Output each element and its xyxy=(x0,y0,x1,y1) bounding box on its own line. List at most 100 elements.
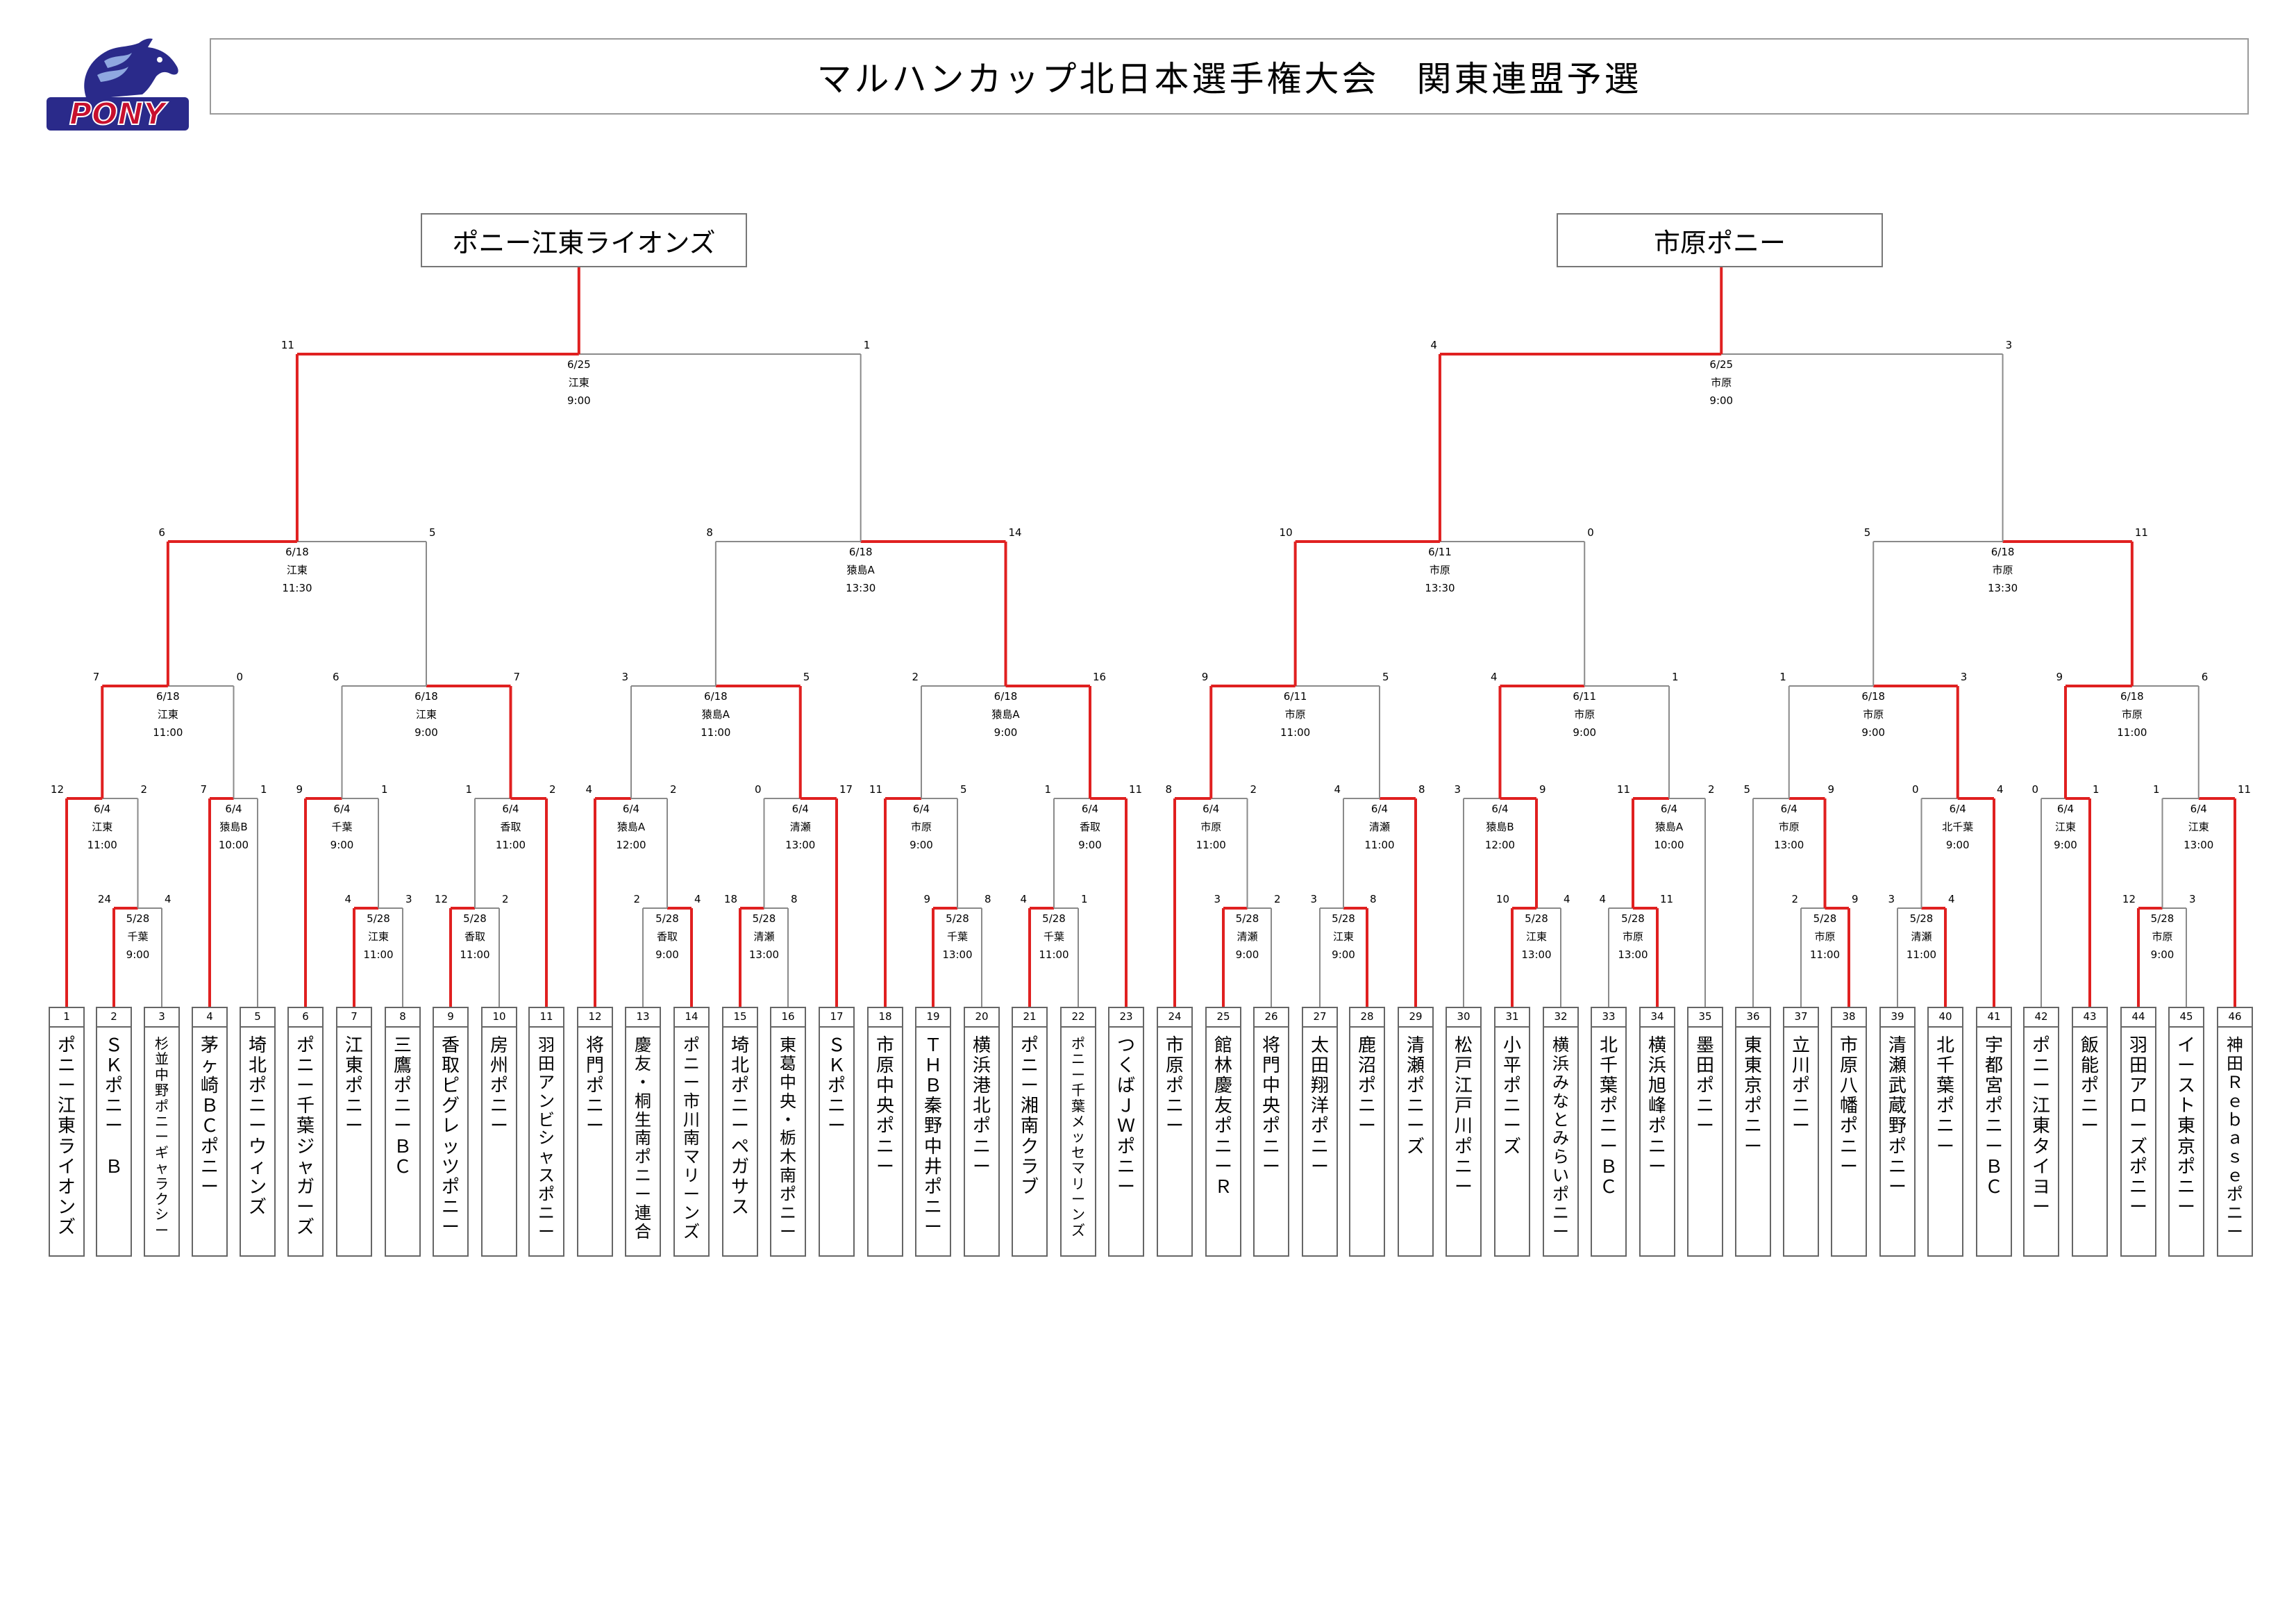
team-name: ポニー湘南クラブ xyxy=(1020,1035,1039,1198)
team-number: 13 xyxy=(626,1008,660,1028)
score-left: 6 xyxy=(158,526,165,539)
team-name: 羽田アンビシャスポニー xyxy=(538,1035,555,1241)
match-venue: 猿島A xyxy=(702,708,730,721)
team-name: 香取ピグレッツポニー xyxy=(441,1035,460,1238)
team-name: 横浜旭峰ポニー xyxy=(1648,1035,1666,1178)
team-name: 市原八幡ポニー xyxy=(1839,1035,1858,1178)
score-right: 2 xyxy=(1274,893,1281,905)
team-box: 45 イースト東京ポニー xyxy=(2168,1007,2204,1257)
score-left: 11 xyxy=(281,339,294,351)
score-left: 5 xyxy=(1864,526,1871,539)
score-right: 16 xyxy=(1093,671,1106,683)
match-time: 11:00 xyxy=(460,948,489,961)
match-time: 9:00 xyxy=(567,394,591,407)
score-right: 2 xyxy=(1708,783,1715,796)
match-time: 13:00 xyxy=(1521,948,1551,961)
match-date: 6/18 xyxy=(2120,690,2144,703)
match-date: 6/18 xyxy=(1991,546,2015,558)
score-right: 4 xyxy=(165,893,171,905)
match-time: 9:00 xyxy=(1573,726,1596,739)
match-date: 6/18 xyxy=(414,690,438,703)
team-number: 31 xyxy=(1495,1008,1529,1028)
team-name: ポニー江東ライオンズ xyxy=(57,1035,76,1238)
team-name: 市原ポニー xyxy=(1165,1035,1184,1137)
match-date: 5/28 xyxy=(126,912,150,925)
match-venue: 清瀬 xyxy=(753,930,774,943)
match-date: 6/4 xyxy=(2057,803,2074,815)
team-number: 20 xyxy=(965,1008,998,1028)
team-name: 慶友・桐生南ポニー連合 xyxy=(635,1035,651,1241)
match-venue: 香取 xyxy=(1080,821,1100,833)
team-box: 13 慶友・桐生南ポニー連合 xyxy=(625,1007,661,1257)
score-left: 12 xyxy=(2122,893,2136,905)
team-number: 8 xyxy=(386,1008,419,1028)
match-time: 11:00 xyxy=(87,839,117,851)
score-left: 4 xyxy=(1491,671,1498,683)
match-date: 5/28 xyxy=(1525,912,1548,925)
score-right: 2 xyxy=(549,783,556,796)
match-venue: 香取 xyxy=(500,821,521,833)
team-number: 21 xyxy=(1013,1008,1046,1028)
score-right: 11 xyxy=(2238,783,2251,796)
team-number: 27 xyxy=(1303,1008,1336,1028)
match-date: 6/18 xyxy=(849,546,873,558)
score-right: 3 xyxy=(405,893,412,905)
team-number: 38 xyxy=(1832,1008,1866,1028)
match-date: 6/4 xyxy=(1491,803,1508,815)
match-date: 5/28 xyxy=(753,912,776,925)
score-right: 8 xyxy=(1418,783,1425,796)
score-left: 7 xyxy=(200,783,207,796)
team-name: イースト東京ポニー xyxy=(2177,1035,2195,1218)
match-date: 5/28 xyxy=(1332,912,1355,925)
team-box: 21 ポニー湘南クラブ xyxy=(1012,1007,1048,1257)
match-venue: 江東 xyxy=(569,376,589,389)
score-left: 0 xyxy=(1912,783,1919,796)
score-left: 2 xyxy=(633,893,640,905)
match-time: 13:00 xyxy=(785,839,815,851)
score-right: 1 xyxy=(2093,783,2100,796)
score-left: 4 xyxy=(585,783,592,796)
score-right: 1 xyxy=(260,783,267,796)
match-venue: 市原 xyxy=(1285,708,1306,721)
match-time: 13:30 xyxy=(1425,582,1455,594)
team-name: 北千葉ポニー xyxy=(1936,1035,1954,1157)
score-right: 11 xyxy=(1129,783,1142,796)
score-right: 3 xyxy=(1961,671,1968,683)
team-number: 45 xyxy=(2170,1008,2203,1028)
match-time: 11:00 xyxy=(496,839,526,851)
match-date: 6/4 xyxy=(1950,803,1966,815)
match-time: 12:00 xyxy=(1485,839,1515,851)
score-left: 10 xyxy=(1496,893,1509,905)
score-left: 11 xyxy=(1617,783,1630,796)
score-right: 2 xyxy=(1250,783,1257,796)
team-number: 42 xyxy=(2025,1008,2058,1028)
match-venue: 香取 xyxy=(657,930,678,943)
team-name: ポニー江東タイヨー xyxy=(2031,1035,2050,1218)
score-left: 3 xyxy=(621,671,628,683)
match-date: 5/28 xyxy=(1236,912,1259,925)
score-right: 1 xyxy=(381,783,388,796)
match-date: 5/28 xyxy=(1621,912,1645,925)
match-venue: 市原 xyxy=(1779,821,1800,833)
match-date: 6/4 xyxy=(225,803,242,815)
score-left: 1 xyxy=(1044,783,1051,796)
match-venue: 市原 xyxy=(1200,821,1221,833)
team-name: 松戸江戸川ポニー xyxy=(1454,1035,1473,1198)
match-date: 6/4 xyxy=(2190,803,2207,815)
match-venue: 北千葉 xyxy=(1942,821,1973,833)
score-left: 10 xyxy=(1280,526,1293,539)
match-date: 6/18 xyxy=(156,690,180,703)
match-date: 6/11 xyxy=(1428,546,1452,558)
team-number: 43 xyxy=(2073,1008,2106,1028)
